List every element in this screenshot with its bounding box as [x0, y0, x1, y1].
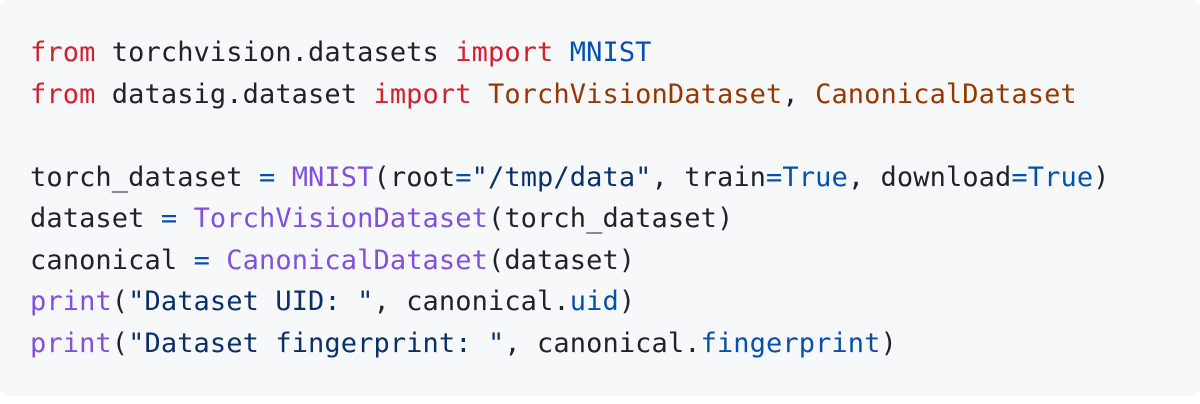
- keyword-token: from: [30, 78, 96, 110]
- code-line-8: print("Dataset fingerprint: ", canonical…: [30, 323, 1170, 365]
- code-line-6: canonical = CanonicalDataset(dataset): [30, 240, 1170, 282]
- space-token: [210, 245, 226, 276]
- operator-token: =: [160, 203, 178, 234]
- code-line-2: from datasig.dataset import TorchVisionD…: [30, 74, 1170, 116]
- keyword-token: import: [373, 78, 472, 110]
- punctuation-token: (: [111, 286, 129, 317]
- space-token: [275, 162, 291, 193]
- function-call-token: CanonicalDataset: [226, 244, 488, 276]
- function-call-token: print: [30, 286, 112, 317]
- class-name-token: TorchVisionDataset: [487, 78, 783, 110]
- punctuation-token: ): [880, 327, 897, 359]
- punctuation-token: ): [1093, 161, 1110, 193]
- operator-token: =: [766, 161, 783, 193]
- attribute-token: fingerprint: [700, 327, 881, 359]
- constant-token: True: [782, 161, 848, 193]
- argument-token: , train: [651, 161, 767, 193]
- string-token: "/tmp/data": [471, 161, 652, 193]
- attribute-token: uid: [569, 286, 619, 317]
- argument-token: , canonical.: [504, 327, 701, 359]
- variable-token: canonical: [30, 244, 194, 276]
- module-token: torchvision.datasets: [95, 37, 456, 68]
- argument-token: , download: [847, 161, 1012, 193]
- space-token: [177, 203, 193, 234]
- function-call-token: TorchVisionDataset: [193, 203, 488, 234]
- operator-token: =: [1011, 161, 1028, 193]
- module-token: datasig.dataset: [95, 78, 374, 110]
- import-name-token: MNIST: [569, 37, 652, 68]
- code-line-4: torch_dataset = MNIST(root="/tmp/data", …: [30, 157, 1170, 199]
- function-call-token: MNIST: [291, 161, 374, 193]
- argument-token: (root: [373, 161, 456, 193]
- argument-token: , canonical.: [373, 286, 570, 317]
- operator-token: =: [258, 161, 276, 193]
- string-token: "Dataset UID: ": [128, 286, 374, 317]
- space-token: [553, 37, 569, 68]
- punctuation-token: ,: [782, 78, 816, 110]
- argument-token: (torch_dataset): [487, 203, 734, 234]
- constant-token: True: [1027, 161, 1094, 193]
- class-name-token: CanonicalDataset: [815, 78, 1077, 110]
- code-line-5: dataset = TorchVisionDataset(torch_datas…: [30, 198, 1170, 240]
- variable-token: dataset: [30, 203, 161, 234]
- code-line-1: from torchvision.datasets import MNIST: [30, 32, 1170, 74]
- operator-token: =: [455, 161, 472, 193]
- keyword-token: import: [455, 37, 554, 68]
- code-line-3-blank: [30, 115, 1170, 157]
- function-call-token: print: [30, 327, 112, 359]
- variable-token: torch_dataset: [30, 161, 259, 193]
- string-token: "Dataset fingerprint: ": [128, 327, 505, 359]
- space-token: [472, 79, 488, 110]
- punctuation-token: ): [618, 286, 636, 317]
- punctuation-token: (: [111, 327, 129, 359]
- keyword-token: from: [30, 37, 96, 68]
- argument-token: (dataset): [487, 244, 636, 276]
- code-line-7: print("Dataset UID: ", canonical.uid): [30, 281, 1170, 323]
- operator-token: =: [193, 244, 210, 276]
